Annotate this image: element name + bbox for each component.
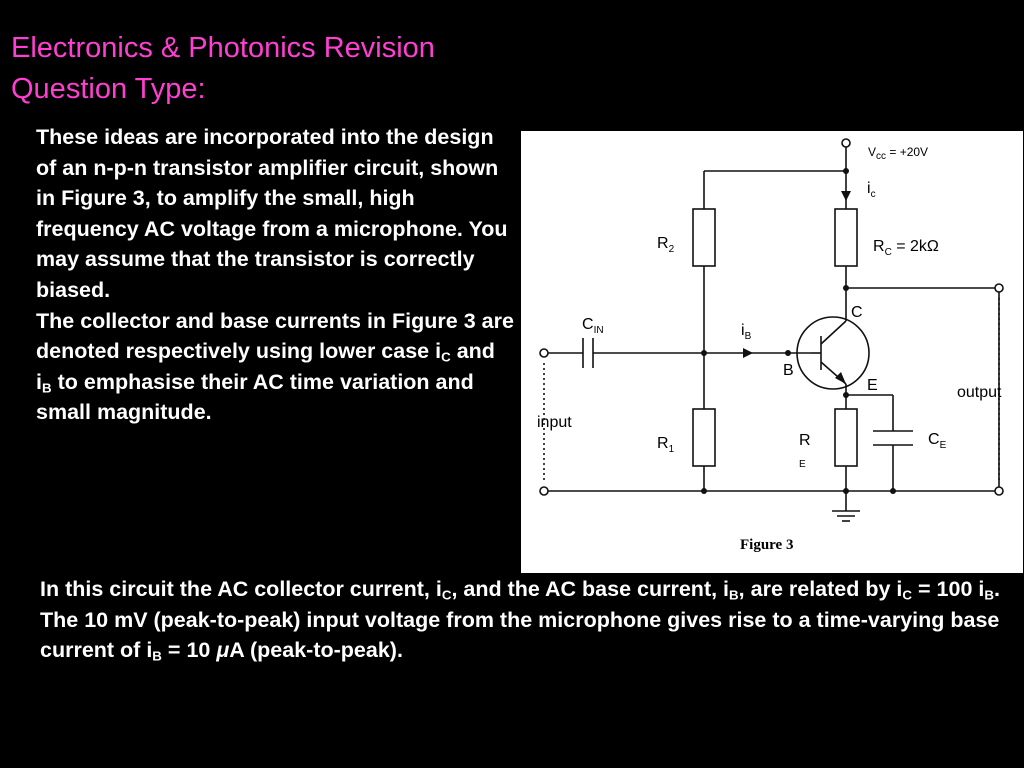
capacitor-ce (873, 430, 913, 446)
relation-paragraph: In this circuit the AC collector current… (40, 574, 1000, 605)
re-subscript: E (799, 459, 806, 470)
circuit-diagram: Vcc = +20V ic R2 RC = 2kΩ CIN iB C B E o… (537, 138, 1004, 553)
r1-label: R1 (657, 435, 675, 455)
text-segment: and i (36, 339, 495, 394)
text-segment: = 100 i (912, 577, 985, 601)
ic-label: ic (867, 180, 876, 200)
intro-text: These ideas are incorporated into the de… (36, 122, 516, 428)
ce-label: CE (928, 431, 947, 451)
text-segment: The collector and base currents in Figur… (36, 308, 514, 364)
resistor-re (834, 408, 858, 467)
subscript: B (984, 587, 994, 603)
figure-caption: Figure 3 (740, 537, 793, 553)
emitter-label: E (867, 377, 878, 394)
text-segment: A (peak-to-peak). (229, 638, 403, 663)
ib-arrow-icon (743, 348, 753, 358)
subscript: C (441, 587, 452, 603)
input-label: input (537, 414, 572, 431)
analysis-text: In this circuit the AC collector current… (40, 574, 1000, 666)
junction-dots (701, 168, 896, 494)
intro-paragraph: These ideas are incorporated into the de… (36, 125, 508, 302)
terminals (539, 138, 1004, 496)
text-segment: . (994, 577, 1000, 601)
ic-arrow-icon (841, 191, 851, 201)
output-label: output (957, 384, 1002, 401)
base-label: B (783, 362, 794, 379)
text-segment: , are related by i (738, 577, 903, 601)
re-label: R (799, 432, 811, 449)
collector-label: C (851, 304, 863, 321)
title-line-2: Question Type: (11, 73, 206, 105)
capacitor-cin (582, 338, 594, 368)
text-segment: , and the AC base current, i (451, 577, 730, 601)
rc-label: RC = 2kΩ (873, 238, 939, 258)
ib-label: iB (741, 322, 752, 342)
input-voltage-paragraph: The 10 mV (peak-to-peak) input voltage f… (40, 605, 1000, 666)
circuit-wires (544, 143, 1000, 522)
emitter-arrow-icon (835, 372, 846, 384)
resistor-r2 (692, 208, 716, 267)
slide-title: Electronics & Photonics Revision Questio… (11, 28, 435, 110)
voltage-markers (543, 298, 1000, 481)
subscript: C (902, 587, 913, 603)
circuit-figure: Vcc = +20V ic R2 RC = 2kΩ CIN iB C B E o… (521, 131, 1023, 573)
subscript: B (729, 587, 739, 603)
text-segment: = 10 (161, 638, 217, 663)
transistor-symbol (796, 316, 870, 390)
vcc-label: Vcc = +20V (868, 145, 928, 162)
mu-symbol: μ (216, 638, 230, 663)
cin-label: CIN (582, 316, 604, 336)
text-segment: to emphasise their AC time variation and… (36, 369, 474, 425)
subscript: B (41, 380, 52, 396)
text-segment: In this circuit the AC collector current… (40, 577, 442, 601)
currents-paragraph: The collector and base currents in Figur… (36, 306, 516, 428)
subscript: B (152, 648, 162, 664)
r2-label: R2 (657, 235, 675, 255)
resistor-rc (834, 208, 858, 267)
subscript: C (441, 349, 451, 365)
title-line-1: Electronics & Photonics Revision (11, 32, 435, 64)
resistor-r1 (692, 408, 716, 467)
text-segment: The 10 mV (peak-to-peak) input voltage f… (40, 607, 1000, 663)
